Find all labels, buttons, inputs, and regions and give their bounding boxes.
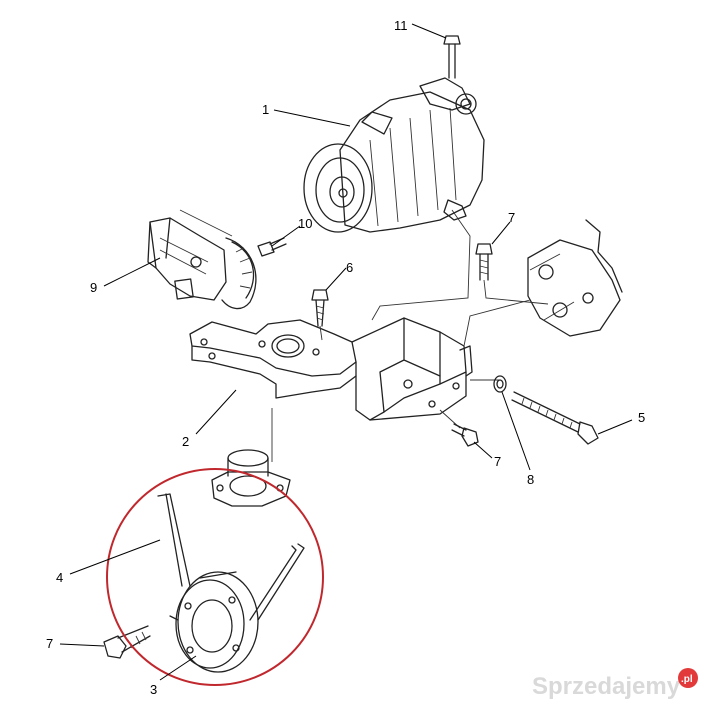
callout-4: 4 xyxy=(56,570,63,585)
leader-lines xyxy=(59,23,633,681)
callout-10: 10 xyxy=(298,216,312,231)
callout-6: 6 xyxy=(346,260,353,275)
part-7-lower-bolt xyxy=(103,625,151,659)
pipe-flange xyxy=(211,449,291,507)
part-7-middle-bolt xyxy=(451,423,479,447)
callout-7-middle: 7 xyxy=(494,454,501,469)
part-5-long-bolt xyxy=(511,391,599,445)
callout-11: 11 xyxy=(394,18,408,33)
callout-5: 5 xyxy=(638,410,645,425)
callout-3: 3 xyxy=(150,682,157,697)
callout-7-lower: 7 xyxy=(46,636,53,651)
callout-2: 2 xyxy=(182,434,189,449)
callout-8: 8 xyxy=(527,472,534,487)
part-11-bolt xyxy=(443,35,461,79)
part-10-bolt xyxy=(257,237,287,257)
watermark-dot-icon xyxy=(678,668,698,688)
engine-mount-block xyxy=(527,219,623,337)
callout-9: 9 xyxy=(90,280,97,295)
part-3-pulley xyxy=(169,571,259,673)
part-4-belt xyxy=(157,493,305,621)
watermark-logo: Sprzedajemy .pl xyxy=(532,668,698,700)
callout-7-upper: 7 xyxy=(508,210,515,225)
watermark-text: Sprzedajemy xyxy=(532,673,681,700)
part-6-bolt xyxy=(311,289,329,327)
watermark-suffix: .pl xyxy=(681,674,693,685)
callout-labels: 11 1 10 9 6 7 2 8 5 7 4 7 3 xyxy=(46,18,645,697)
part-8-washer xyxy=(493,375,507,393)
callout-1: 1 xyxy=(262,102,269,117)
part-7-upper-bolt xyxy=(475,243,493,281)
part-1-compressor xyxy=(303,77,485,233)
highlight-circle xyxy=(106,468,324,686)
part-9-tensioner xyxy=(147,217,257,310)
part-2-bracket xyxy=(189,317,473,421)
